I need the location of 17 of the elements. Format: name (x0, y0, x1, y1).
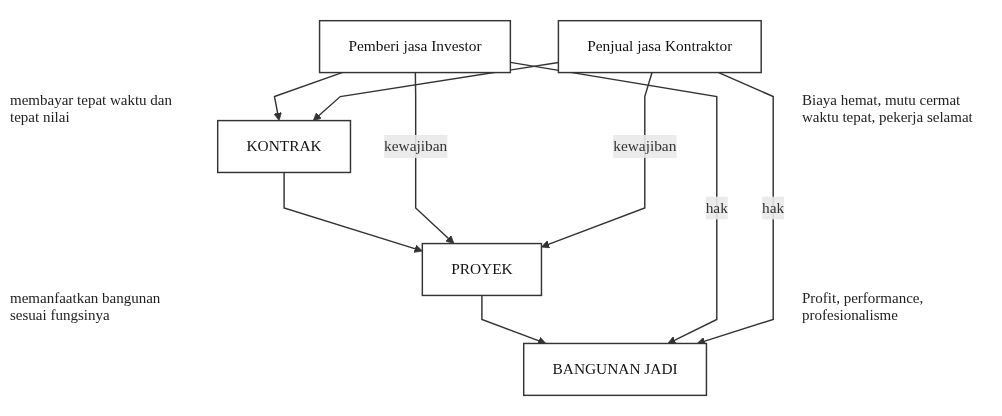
note-text: membayar tepat waktu dan tepat nilai (10, 92, 174, 126)
arrow (283, 171, 423, 253)
node-box: PROYEK (421, 242, 543, 297)
edge-label: hak (705, 199, 728, 216)
edge-label: kewajiban (384, 137, 448, 155)
node-box: KONTRAK (217, 119, 352, 174)
edge-label: kewajiban (613, 137, 677, 155)
edge-label: hak (762, 199, 785, 216)
note-text: memanfaatkan bangunan sesuai fungsinya (10, 290, 162, 324)
node-box: BANGUNAN JADI (523, 342, 708, 397)
arrow (481, 294, 547, 345)
node-box: Penjual jasa Kontraktor (557, 19, 762, 74)
node-box: Pemberi jasa Investor (318, 19, 512, 74)
arrow (541, 71, 653, 249)
arrow (273, 71, 343, 121)
note-text: Profit, performance, profesionalisme (802, 290, 925, 324)
note-text: Biaya hemat, mutu cermat waktu tepat, pekerja selamat (802, 92, 974, 126)
